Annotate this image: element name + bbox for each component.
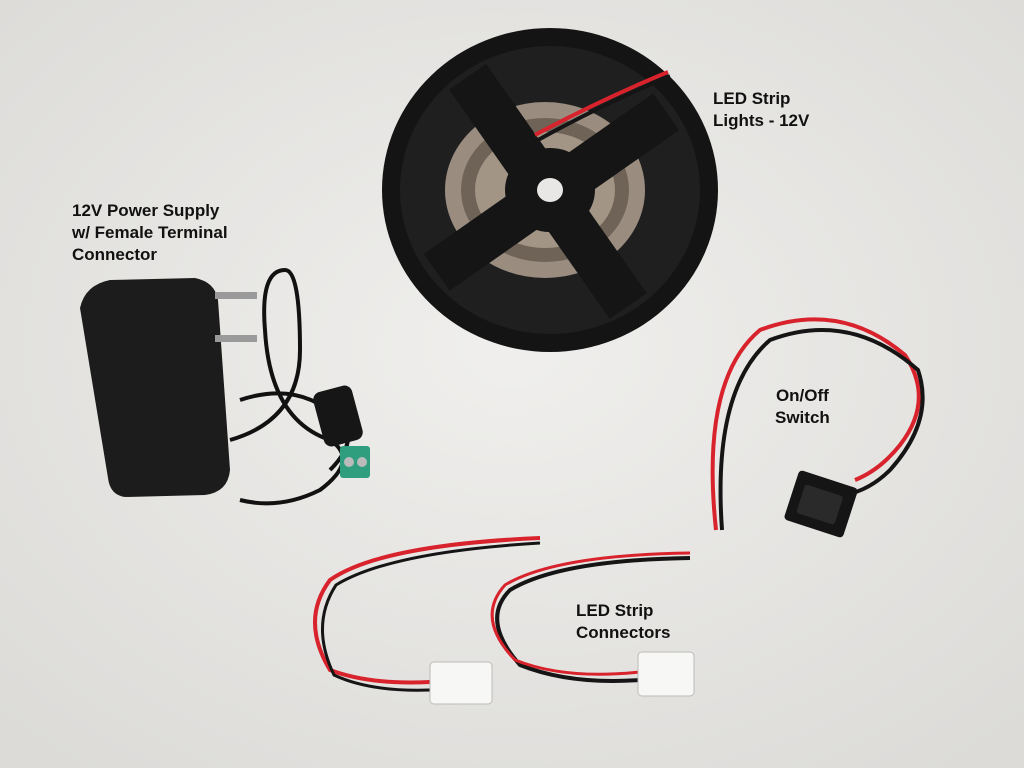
led-strip-reel — [382, 28, 718, 352]
on-off-switch — [710, 317, 925, 538]
power-supply-adapter — [80, 267, 370, 506]
led-strip-connectors-label: LED Strip Connectors — [576, 601, 671, 642]
on-off-switch-label: On/Off Switch — [775, 386, 830, 427]
led-strip-lights-label: LED Strip Lights - 12V — [713, 89, 810, 130]
power-supply-label: 12V Power Supply w/ Female Terminal Conn… — [72, 201, 228, 264]
led-strip-connectors — [313, 536, 695, 705]
